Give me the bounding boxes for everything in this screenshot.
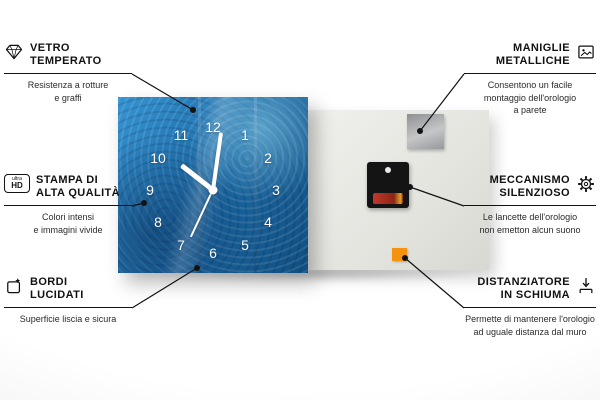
picture-frame-icon xyxy=(576,42,596,62)
callout-silent-mechanism: MECCANISMO SILENZIOSO Le lancette dell'o… xyxy=(464,174,596,236)
callout-header: ultra HD STAMPA DI ALTA QUALITÀ xyxy=(4,174,132,207)
clock-number: 3 xyxy=(272,182,280,198)
callout-header: MECCANISMO SILENZIOSO xyxy=(464,174,596,207)
callout-desc: Le lancette dell'orologio non emetton al… xyxy=(479,212,581,235)
callout-title: STAMPA DI ALTA QUALITÀ xyxy=(36,174,121,200)
ultra-hd-icon: ultra HD xyxy=(4,174,30,193)
callout-desc: Permette di mantenere l'orologio ad ugua… xyxy=(465,314,595,337)
callout-foam-spacer: DISTANZIATORE IN SCHIUMA Permette di man… xyxy=(464,276,596,338)
clock-number: 7 xyxy=(177,237,185,253)
minute-hand xyxy=(211,132,224,191)
callout-title: VETRO TEMPERATO xyxy=(30,42,102,68)
gear-icon xyxy=(576,174,596,194)
second-hand xyxy=(190,189,214,238)
callout-header: MANIGLIE METALLICHE xyxy=(464,42,596,75)
callout-title: DISTANZIATORE IN SCHIUMA xyxy=(477,276,570,302)
callout-desc: Resistenza a rotture e graffi xyxy=(27,80,109,103)
clock-number: 5 xyxy=(241,237,249,253)
glass-seam xyxy=(254,97,257,273)
callout-header: DISTANZIATORE IN SCHIUMA xyxy=(464,276,596,309)
clock-number: 10 xyxy=(150,150,166,166)
callout-polished-edges: BORDI LUCIDATI Superficie liscia e sicur… xyxy=(4,276,132,326)
clock-number: 8 xyxy=(154,214,162,230)
callout-title: BORDI LUCIDATI xyxy=(30,276,84,302)
hanger-hole xyxy=(385,167,391,173)
clock-mechanism xyxy=(367,162,409,208)
clock-number: 4 xyxy=(264,214,272,230)
callout-header: VETRO TEMPERATO xyxy=(4,42,132,75)
foam-spacer-icon xyxy=(576,276,596,296)
clock-number: 2 xyxy=(264,150,272,166)
callout-desc: Superficie liscia e sicura xyxy=(19,314,117,325)
callout-header: BORDI LUCIDATI xyxy=(4,276,132,309)
clock-number: 9 xyxy=(146,182,154,198)
clock-number: 1 xyxy=(241,127,249,143)
clock-back-panel xyxy=(307,110,489,270)
callout-print-quality: ultra HD STAMPA DI ALTA QUALITÀ Colori i… xyxy=(4,174,132,236)
metal-hanger-plate xyxy=(407,114,444,149)
callout-tempered-glass: VETRO TEMPERATO Resistenza a rotture e g… xyxy=(4,42,132,104)
clock-center-cap xyxy=(208,185,218,195)
glass-seam xyxy=(198,97,201,273)
callout-metal-hangers: MANIGLIE METALLICHE Consentono un facile… xyxy=(464,42,596,116)
ultra-hd-icon-top: ultra xyxy=(12,176,22,182)
battery xyxy=(373,193,403,204)
callout-desc: Consentono un facile montaggio dell'orol… xyxy=(483,80,577,115)
clock-number: 12 xyxy=(205,119,221,135)
clock-front-panel: 1 2 3 4 5 6 7 8 9 10 11 12 xyxy=(118,97,308,273)
clock-number: 6 xyxy=(209,245,217,261)
callout-title: MECCANISMO SILENZIOSO xyxy=(489,174,570,200)
diamond-icon xyxy=(4,42,24,62)
clock-number: 11 xyxy=(173,127,189,143)
callout-desc: Colori intensi e immagini vivide xyxy=(33,212,103,235)
polished-edge-icon xyxy=(4,276,24,296)
foam-spacer xyxy=(392,248,407,261)
callout-title: MANIGLIE METALLICHE xyxy=(495,42,570,68)
ultra-hd-icon-bottom: HD xyxy=(11,181,23,190)
